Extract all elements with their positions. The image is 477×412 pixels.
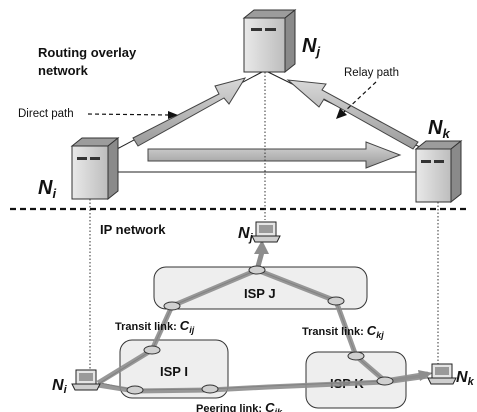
relay-arrow-nk-to-nj	[286, 79, 419, 150]
direct-path-pointer-head	[168, 111, 178, 119]
relay-path-label: Relay path	[344, 67, 399, 79]
router-isp-i-bottom	[126, 385, 144, 395]
router-isp-k-right	[376, 376, 394, 386]
projection-lines	[89, 72, 439, 372]
transit-link-kj-label: Transit link: Ckj	[302, 323, 384, 340]
router-isp-j-right	[327, 296, 345, 306]
node-label-nk: Nk	[428, 117, 450, 141]
laptop-nk	[427, 363, 457, 385]
direct-path-pointer	[87, 113, 169, 116]
relay-path-pointer-head	[336, 108, 347, 119]
router-isp-k-top	[347, 351, 365, 361]
node-label-ni: Ni	[38, 177, 56, 201]
overlay-title-line2: network	[38, 63, 89, 78]
peering-link-ik-label: Peering link: Cik	[196, 400, 283, 412]
router-isp-j-left	[163, 301, 181, 311]
laptop-nj	[251, 221, 281, 243]
router-isp-i-top	[143, 345, 161, 355]
ip-network-title: IP network	[100, 222, 166, 237]
direct-path-label: Direct path	[18, 108, 74, 120]
server-ni	[70, 136, 120, 201]
overlay-title-line1: Routing overlay	[38, 45, 137, 60]
overlay-arrows	[132, 77, 419, 169]
isp-j-label: ISP J	[244, 286, 276, 301]
relay-arrow-ni-to-nj	[132, 77, 247, 147]
host-label-nk: Nk	[456, 369, 475, 388]
relay-path-pointer	[343, 81, 377, 113]
host-label-nj: Nj	[238, 225, 254, 244]
isp-i-label: ISP I	[160, 364, 188, 379]
router-isp-j-top	[248, 265, 266, 275]
server-nk	[414, 139, 463, 204]
host-label-ni: Ni	[52, 377, 68, 396]
underlay-to-nj-head	[254, 240, 269, 254]
direct-path-arrow	[147, 141, 402, 169]
node-label-nj: Nj	[302, 35, 320, 59]
underlay-relay-path	[96, 267, 429, 386]
underlay-to-nk-head	[418, 370, 433, 381]
transit-link-ij-label: Transit link: Cij	[115, 318, 195, 335]
router-isp-i-right	[201, 384, 219, 394]
routers	[126, 265, 394, 395]
server-nj	[242, 8, 297, 74]
laptop-ni	[71, 369, 101, 391]
